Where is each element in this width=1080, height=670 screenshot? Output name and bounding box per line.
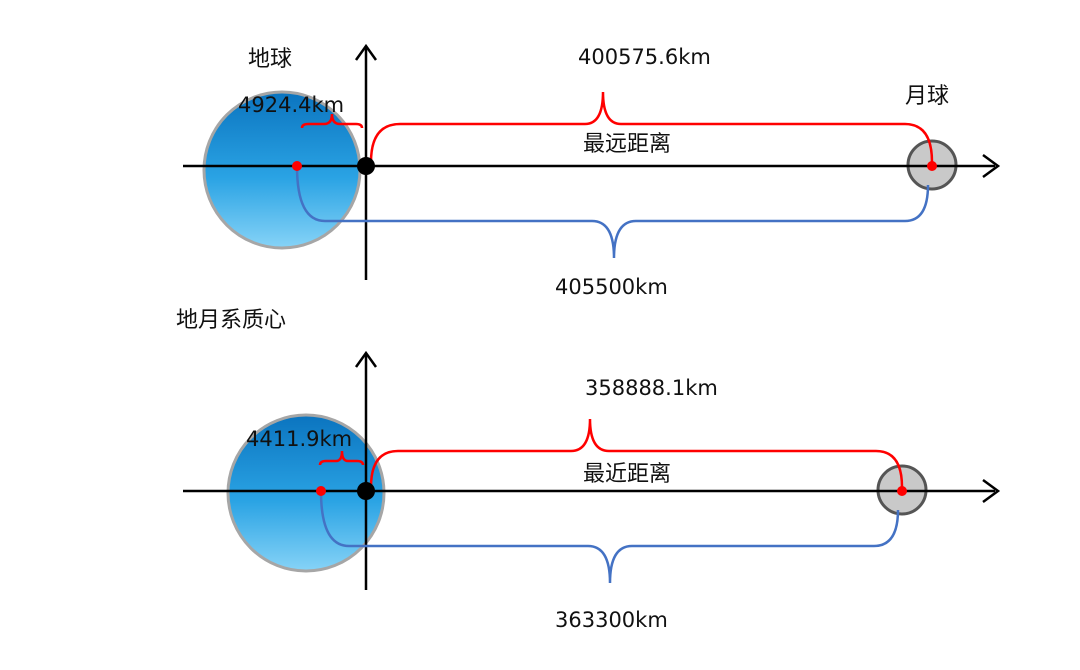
moon-center-dot xyxy=(897,486,907,496)
center-to-center-label: 400575.6km xyxy=(578,45,711,69)
red-brace-offset xyxy=(300,113,364,129)
moon-center-dot xyxy=(927,161,937,171)
panel-farthest: 地球 月球 400575.6km 4924.4km 最远距离 405500km xyxy=(183,43,1001,299)
panel-title: 最近距离 xyxy=(583,462,671,487)
barycenter-dot xyxy=(357,157,375,175)
moon-label: 月球 xyxy=(905,84,949,109)
earth-circle xyxy=(226,413,386,573)
red-brace-offset xyxy=(318,450,365,466)
y-axis-arrow-icon xyxy=(354,350,378,368)
total-distance-label: 405500km xyxy=(555,275,668,299)
total-distance-label: 363300km xyxy=(555,608,668,632)
red-brace-center-to-center xyxy=(369,418,904,488)
panel-nearest: 358888.1km 4411.9km 最近距离 363300km xyxy=(183,350,1001,632)
blue-brace-total xyxy=(319,490,900,584)
blue-brace-total xyxy=(295,165,930,259)
earth-center-dot xyxy=(316,486,326,496)
panel-title: 最远距离 xyxy=(583,132,671,157)
barycenter-dot xyxy=(357,482,375,500)
barycenter-label: 地月系质心 xyxy=(176,308,286,333)
barycenter-offset-label: 4411.9km xyxy=(246,427,352,451)
y-axis-arrow-icon xyxy=(354,43,378,61)
earth-label: 地球 xyxy=(248,47,292,72)
center-to-center-label: 358888.1km xyxy=(585,376,718,400)
x-axis-arrow-icon xyxy=(982,153,1001,179)
barycenter-offset-label: 4924.4km xyxy=(238,93,344,117)
x-axis-arrow-icon xyxy=(982,478,1001,504)
red-brace-center-to-center xyxy=(369,91,934,163)
earth-center-dot xyxy=(292,161,302,171)
